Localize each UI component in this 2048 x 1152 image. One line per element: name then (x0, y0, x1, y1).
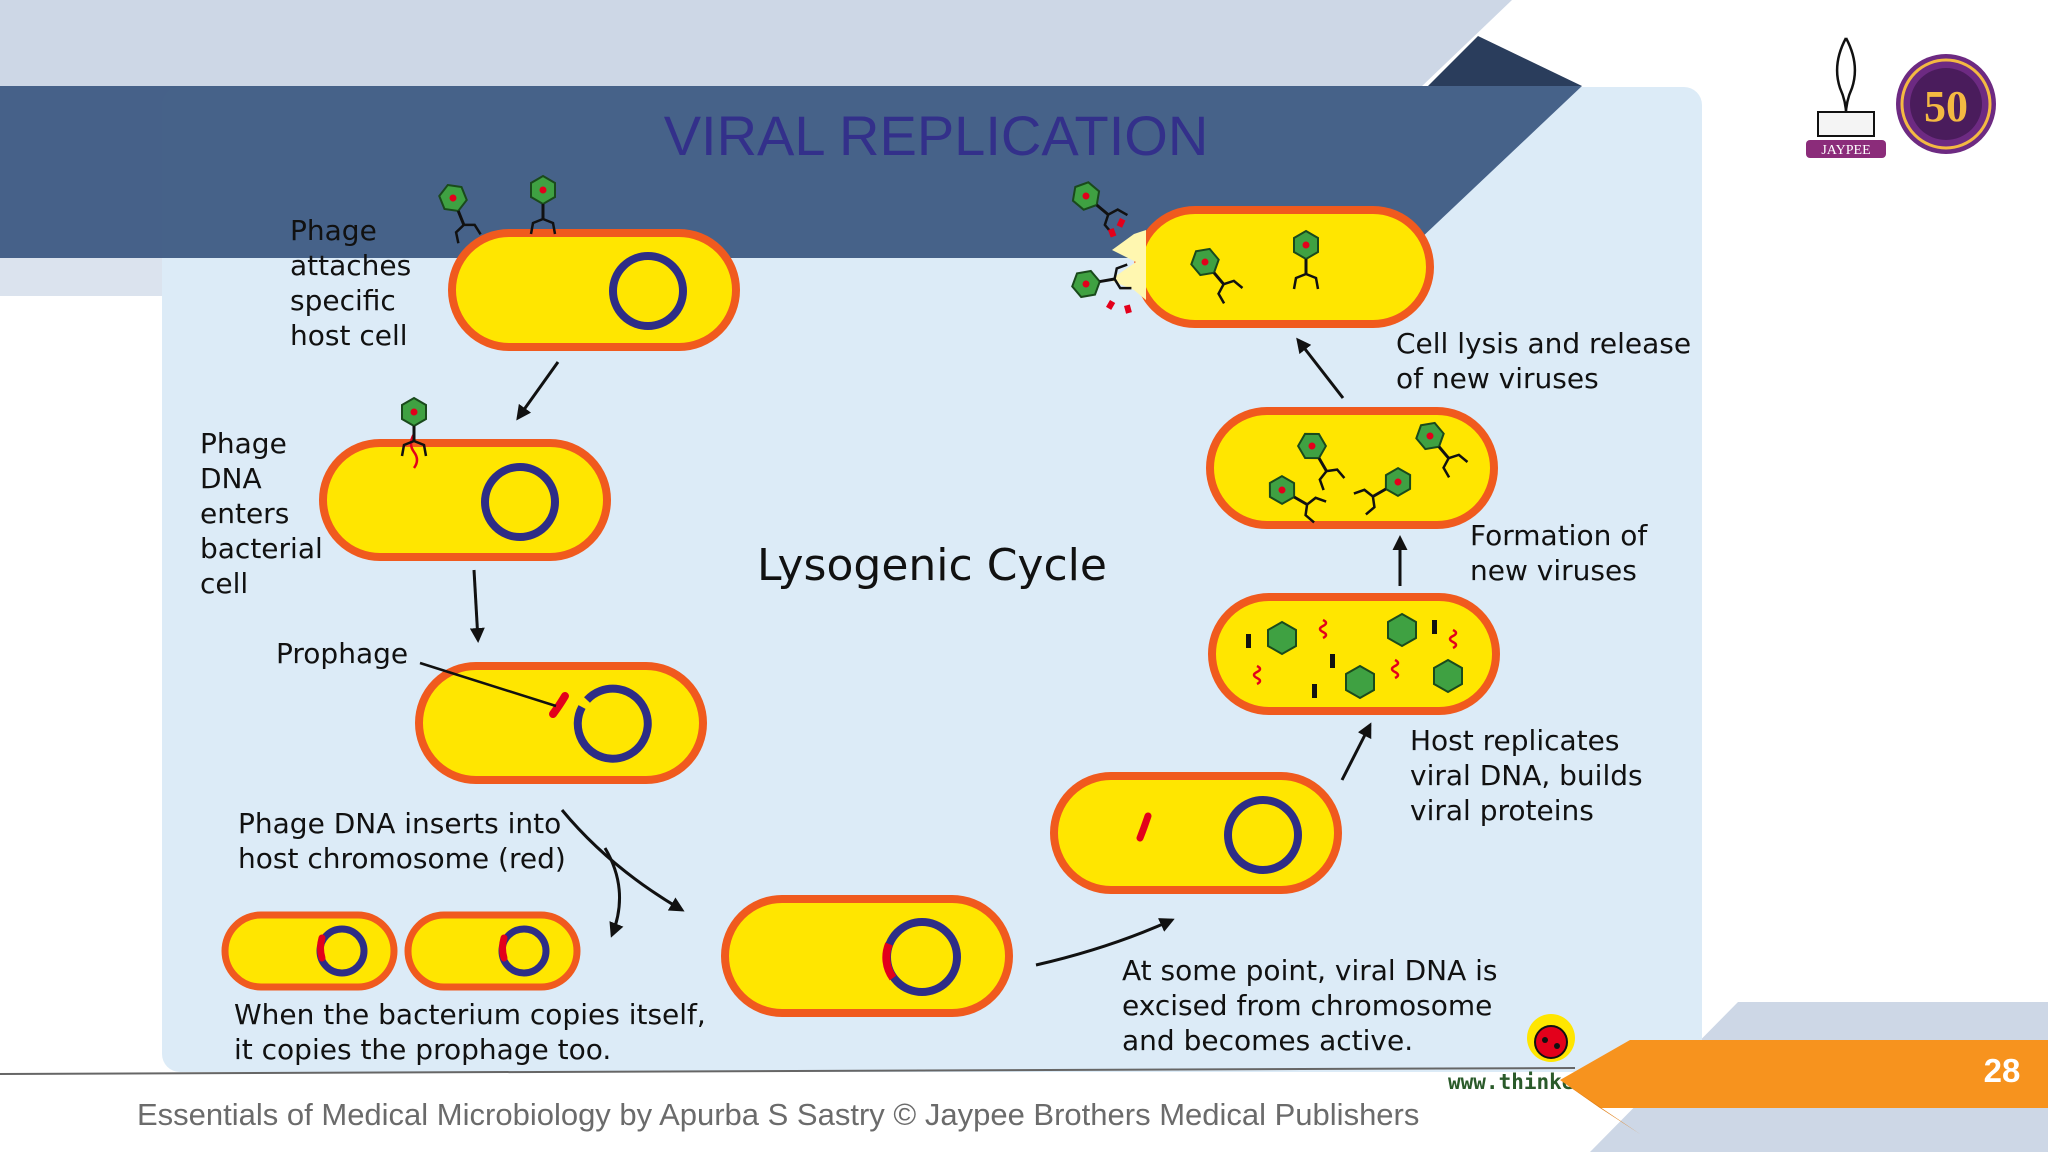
label-formation: Formation of new viruses (1470, 519, 1656, 587)
debris (1106, 217, 1132, 314)
cell-replicating (1208, 593, 1500, 715)
cell-lysis (1110, 206, 1434, 328)
arrow (603, 847, 624, 938)
top-band (0, 0, 1512, 88)
cell-assembly (1206, 407, 1498, 529)
arrow (1035, 918, 1175, 967)
badge-fold (1560, 1080, 1640, 1134)
cell-dna-enters (319, 433, 611, 561)
cell-attach (448, 229, 740, 351)
arrow (469, 569, 485, 643)
pointer-line (419, 661, 557, 708)
label-lysis: Cell lysis and release of new viruses (1396, 327, 1700, 395)
label-excised: At some point, viral DNA is excised from… (1122, 954, 1506, 1057)
page-badge (1560, 1040, 2048, 1108)
banner-fold (1428, 36, 1582, 86)
arrow (1296, 337, 1345, 399)
label-attach: Phage attaches specific host cell (290, 214, 420, 352)
cell-prophage (415, 662, 707, 784)
cell-excised (1050, 772, 1342, 894)
arrow (1340, 722, 1372, 781)
slide-title: VIRAL REPLICATION (664, 104, 1209, 167)
label-inserts: Phage DNA inserts into host chromosome (… (238, 807, 570, 875)
svg-text:JAYPEE: JAYPEE (1821, 143, 1870, 158)
footer-rule (0, 1067, 1576, 1075)
ladybug-logo-icon (1527, 1014, 1575, 1062)
page-number: 28 (1983, 1052, 2021, 1089)
daughter-cell (404, 911, 581, 991)
cycle-label: Lysogenic Cycle (757, 540, 1107, 591)
label-copies: When the bacterium copies itself, it cop… (234, 998, 715, 1066)
label-prophage: Prophage (276, 637, 408, 670)
label-dna-enters: Phage DNA enters bacterial cell (200, 427, 332, 600)
cell-integrated (721, 895, 1013, 1017)
daughter-cell (221, 911, 398, 991)
arrow (560, 809, 685, 912)
arrow (516, 361, 560, 421)
svg-text:50: 50 (1924, 82, 1968, 131)
anniversary-logo-icon: 50 (1896, 54, 1996, 154)
jaypee-logo-icon: JAYPEE (1806, 37, 1886, 158)
footer-text: Essentials of Medical Microbiology by Ap… (137, 1097, 1420, 1132)
label-replicates: Host replicates viral DNA, builds viral … (1410, 724, 1652, 827)
